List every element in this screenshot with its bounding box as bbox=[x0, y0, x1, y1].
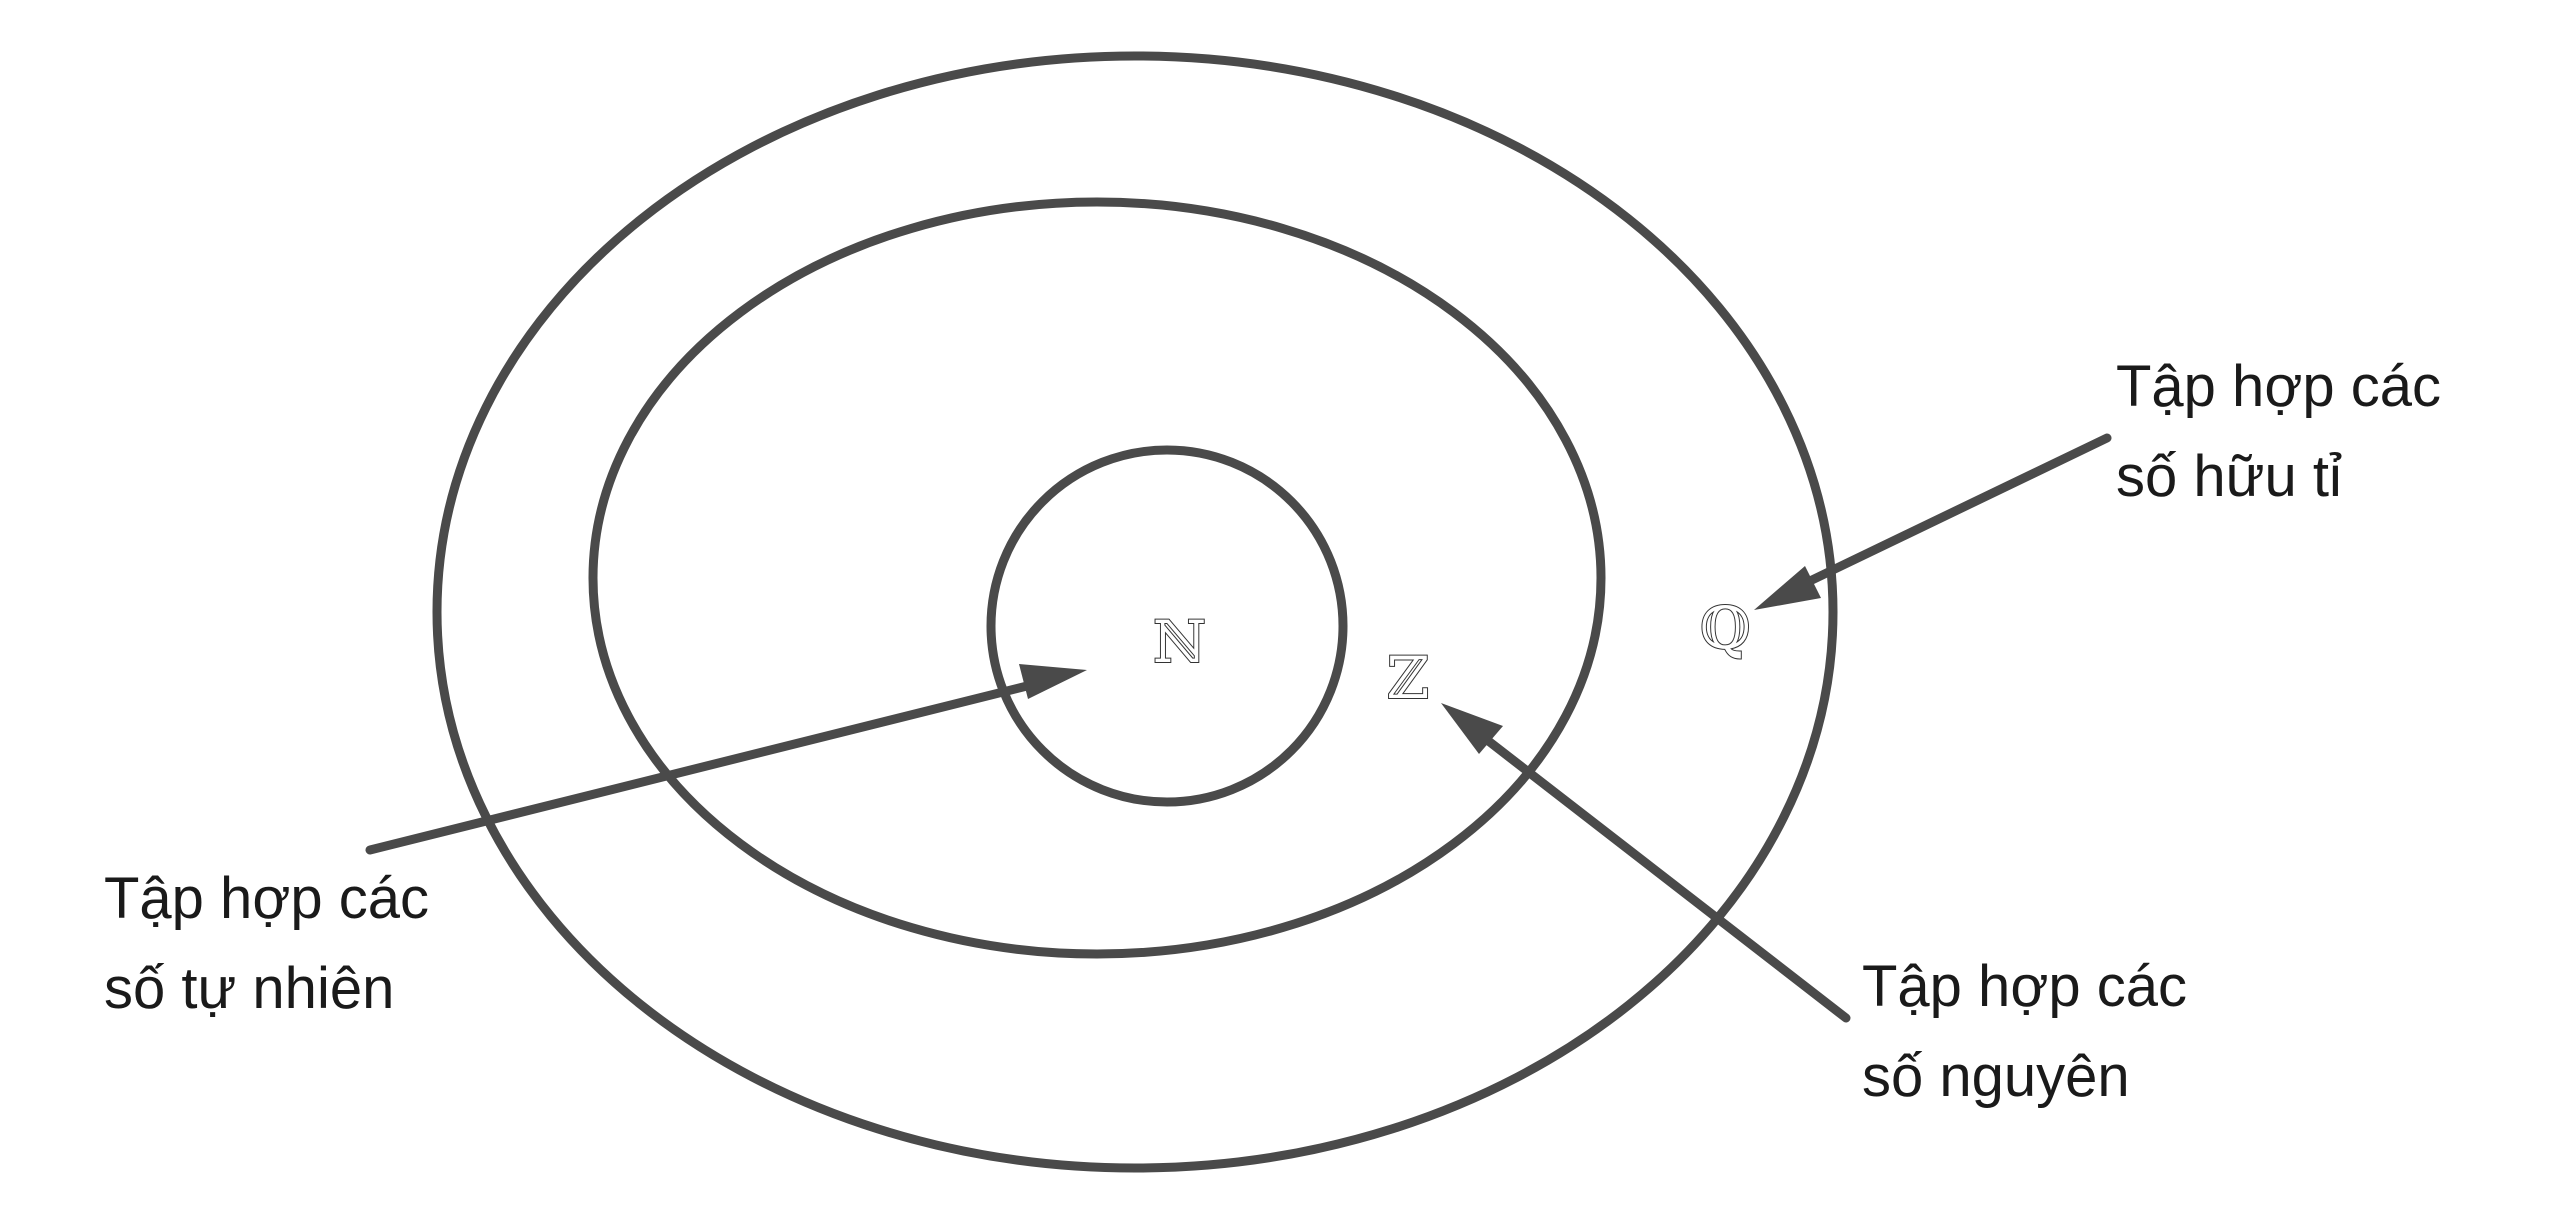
natural-pointer-line bbox=[365, 679, 1040, 855]
integer-caption-line2: số nguyên bbox=[1862, 1044, 2130, 1109]
rational-caption-line1: Tập hợp các bbox=[2116, 354, 2441, 419]
rational-pointer-arrowhead bbox=[1754, 566, 1821, 610]
integer-caption-line1: Tập hợp các bbox=[1862, 954, 2187, 1019]
natural-pointer-arrowhead bbox=[1019, 664, 1087, 699]
natural-caption-line2: số tự nhiên bbox=[104, 956, 394, 1021]
natural-set-boundary bbox=[986, 445, 1348, 807]
rational-set-symbol: ℚ bbox=[1700, 594, 1751, 662]
integer-pointer-line bbox=[1477, 731, 1851, 1023]
natural-set-symbol: ℕ bbox=[1153, 608, 1206, 676]
rational-caption-line2: số hữu tỉ bbox=[2116, 444, 2342, 509]
natural-caption-line1: Tập hợp các bbox=[104, 866, 429, 931]
integer-set-symbol: ℤ bbox=[1387, 644, 1429, 712]
integer-set-boundary bbox=[588, 197, 1606, 959]
rational-set-boundary bbox=[432, 51, 1838, 1173]
rational-pointer-line bbox=[1807, 433, 2112, 585]
integer-pointer-arrowhead bbox=[1441, 703, 1503, 754]
